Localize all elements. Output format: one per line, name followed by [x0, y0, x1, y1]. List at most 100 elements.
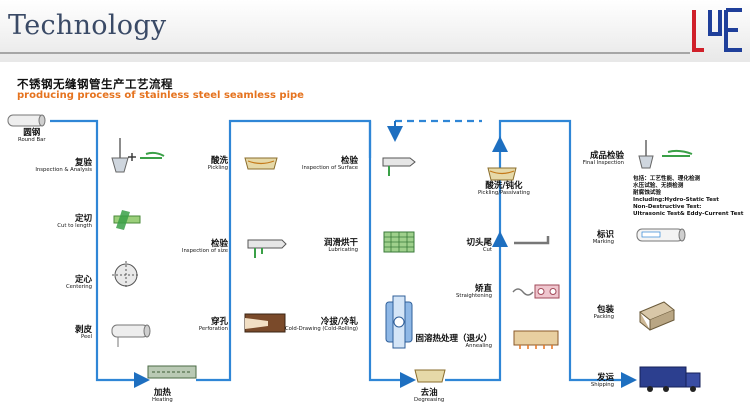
- marking-icon: [636, 228, 686, 242]
- pickling-passivating-tank-icon: [487, 167, 517, 181]
- step-perforation: 穿孔 Perforation: [199, 318, 228, 332]
- step-label-en: Final Inspection: [582, 159, 624, 166]
- step-label-en: Perforation: [198, 325, 228, 332]
- step-lubricating: 润滑烘干 Lubricating: [324, 239, 358, 253]
- note-line: 包括：工艺性能、理化检测: [633, 176, 701, 182]
- header-banner: Technology: [0, 0, 750, 62]
- step-inspection-size: 检验 Inspection of size: [182, 240, 228, 254]
- note-line: Including:Hydro-Static Test: [633, 196, 719, 203]
- annealing-furnace-icon: [513, 330, 559, 349]
- step-peel: 剥皮 Peel: [75, 326, 92, 340]
- step-label-en: Degreasing: [414, 396, 445, 403]
- step-round-bar: 圆钢 Round Bar: [18, 129, 46, 143]
- step-heating: 加热 Heating: [152, 389, 173, 403]
- step-straightening: 矫直 Straightening: [456, 285, 492, 299]
- final-inspection-icon: [638, 140, 693, 169]
- step-label-en: Marking: [592, 238, 614, 245]
- pickling-tank-icon: [244, 157, 278, 170]
- step-label-zh: 切头尾: [466, 238, 492, 248]
- step-inspection-surface: 检验 Inspection of Surface: [302, 157, 358, 171]
- step-label-en: Centering: [65, 283, 92, 290]
- step-label-en: Inspection & Analysis: [35, 166, 92, 173]
- cut-icon: [113, 210, 141, 230]
- step-label-zh: 去油: [420, 388, 438, 398]
- flow-col1: [50, 119, 147, 382]
- step-label-zh: 发运: [596, 373, 614, 383]
- step-label-en: Annealing: [465, 342, 492, 349]
- step-label-zh: 固溶热处理（退火）: [415, 334, 492, 344]
- step-marking: 标识 Marking: [593, 231, 614, 245]
- step-label-zh: 标识: [596, 230, 614, 240]
- step-shipping: 发运 Shipping: [591, 374, 614, 388]
- note-line: Ultrasonic Test& Eddy-Current Test: [633, 210, 744, 217]
- step-label-zh: 酸洗/钝化: [485, 181, 523, 191]
- round-bar-icon: [7, 114, 46, 127]
- cut-end-icon: [514, 236, 550, 245]
- step-label-zh: 检验: [210, 239, 228, 249]
- step-label-zh: 冷拔/冷轧: [320, 317, 358, 327]
- step-label-zh: 复验: [74, 158, 92, 168]
- perforation-icon: [244, 313, 286, 333]
- flow-col4: [445, 119, 633, 382]
- lubricating-rack-icon: [383, 231, 415, 253]
- step-cut-ends: 切头尾 Cut: [466, 239, 492, 253]
- step-label-zh: 圆钢: [23, 128, 41, 138]
- step-pickling: 酸洗 Pickling: [208, 157, 228, 171]
- company-logo-icon: [692, 8, 742, 52]
- header-rule: [0, 52, 690, 54]
- step-cold-drawing: 冷拔/冷轧 Cold-Drawing (Cold-Rolling): [285, 318, 358, 332]
- step-label-en: Inspection of size: [181, 247, 228, 254]
- diagram-title-en: producing process of stainless steel sea…: [17, 90, 304, 101]
- shipping-truck-icon: [639, 366, 701, 392]
- step-label-en: Pickling/Passivating: [478, 189, 530, 196]
- step-label-en: Heating: [152, 396, 173, 403]
- step-label-zh: 润滑烘干: [323, 238, 358, 248]
- step-label-zh: 检验: [340, 156, 358, 166]
- step-label-en: Shipping: [590, 381, 614, 388]
- peel-icon: [111, 324, 151, 347]
- step-label-en: Cut: [482, 246, 492, 253]
- centering-icon: [112, 261, 140, 289]
- flow-col3: [368, 121, 412, 382]
- inspection-icon: [111, 138, 165, 173]
- step-label-en: Cut to length: [57, 222, 92, 229]
- note-line: 耐腐蚀试验: [633, 189, 661, 196]
- note-line: 水压试验、无损检测: [633, 182, 684, 189]
- step-centering: 定心 Centering: [66, 276, 92, 290]
- step-label-zh: 剥皮: [74, 325, 92, 335]
- caliper-size-icon: [247, 239, 287, 258]
- step-label-en: Inspection of Surface: [301, 164, 358, 171]
- step-label-en: Cold-Drawing (Cold-Rolling): [284, 325, 358, 332]
- surface-inspection-icon: [382, 157, 416, 176]
- step-label-en: Straightening: [456, 292, 492, 299]
- step-degreasing: 去油 Degreasing: [414, 389, 444, 403]
- packing-icon: [639, 301, 675, 331]
- step-pickling-passivating: 酸洗/钝化 Pickling/Passivating: [478, 182, 530, 196]
- final-inspection-note: 包括：工艺性能、理化检测 水压试验、无损检测 耐腐蚀试验 Including:H…: [633, 176, 743, 218]
- step-label-en: Lubricating: [328, 246, 358, 253]
- step-label-en: Peel: [81, 333, 92, 340]
- degreasing-tank-icon: [414, 369, 446, 383]
- diagram-title-zh: 不锈钢无缝钢管生产工艺流程: [17, 77, 173, 91]
- step-final-inspection: 成品检验 Final Inspection: [583, 152, 624, 166]
- step-label-en: Round Bar: [18, 136, 46, 143]
- step-label-en: Pickling: [207, 164, 228, 171]
- step-inspection: 复验 Inspection & Analysis: [35, 159, 92, 173]
- step-annealing: 固溶热处理（退火） Annealing: [415, 335, 492, 349]
- step-label-zh: 穿孔: [210, 317, 228, 327]
- step-label-zh: 成品检验: [589, 151, 624, 161]
- step-cut-to-length: 定切 Cut to length: [57, 215, 92, 229]
- straightening-icon: [512, 284, 560, 299]
- step-label-zh: 酸洗: [210, 156, 228, 166]
- heating-furnace-icon: [147, 365, 197, 379]
- note-line: Non-Destructive Test:: [633, 203, 702, 210]
- step-label-zh: 定心: [74, 275, 92, 285]
- step-label-zh: 加热: [153, 388, 171, 398]
- cold-drawing-icon: [385, 295, 413, 349]
- step-label-zh: 包装: [596, 305, 614, 315]
- page-title: Technology: [8, 10, 167, 41]
- step-label-en: Packing: [593, 313, 614, 320]
- step-label-zh: 定切: [74, 214, 92, 224]
- step-label-zh: 矫直: [474, 284, 492, 294]
